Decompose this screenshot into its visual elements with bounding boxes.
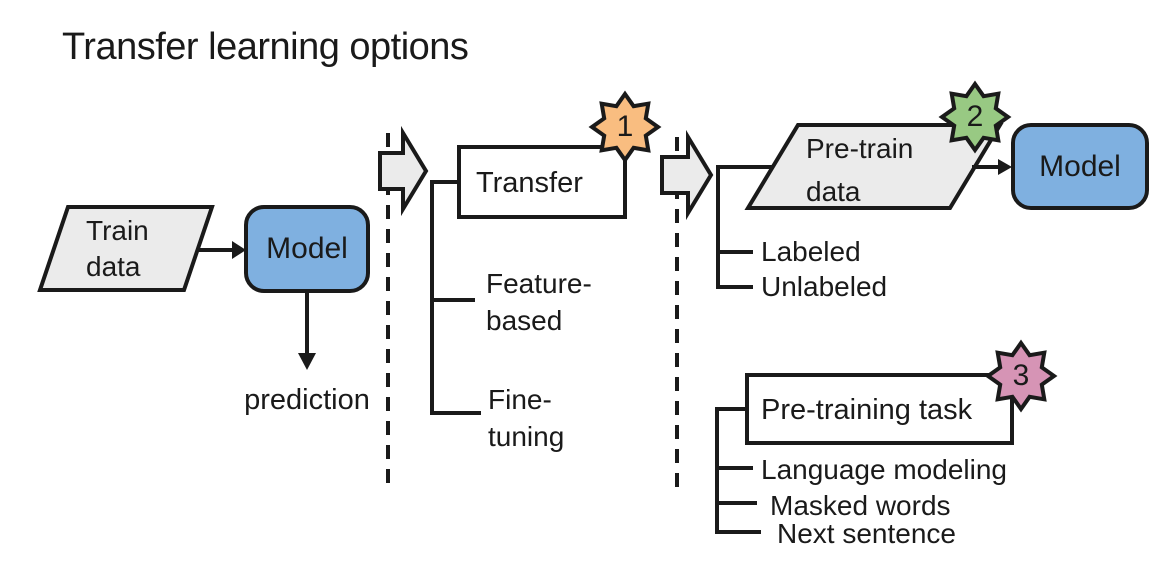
pretraining-task-box [745,373,1014,445]
next-sentence-label: Next sentence [777,518,956,549]
language-modeling-label: Language modeling [761,454,1007,485]
arrowhead-train-to-model-icon [232,241,246,259]
model-right-label: Model [1039,149,1121,183]
unlabeled-label: Unlabeled [761,271,888,302]
flow-block-arrow-2-icon [660,129,714,221]
train-data-label: Train data [86,215,149,282]
option3-tree-lines [715,407,761,534]
transfer-node-label: Transfer [476,167,583,199]
feature-based-label: Feature- based [486,268,592,336]
masked-words-label: Masked words [770,490,951,521]
option2-tree-lines [716,165,774,289]
pretrain-data-label: Pre-train data [806,133,914,207]
labeled-label: Labeled [761,236,861,267]
pretrain-data-parallelogram [744,123,1004,210]
prediction-label: prediction [244,384,370,416]
arrowhead-pretrain-to-model-icon [998,159,1012,175]
page-title: Transfer learning options [62,26,469,68]
train-data-parallelogram [37,205,215,292]
option1-tree-lines [430,180,481,415]
badge-2-number: 2 [966,100,984,133]
flow-block-arrow-1-icon [378,125,429,217]
badge-1-number: 1 [616,110,634,143]
model-left-label: Model [266,232,348,265]
badge-3-number: 3 [1012,359,1030,392]
model-box-right [1011,123,1149,210]
arrowhead-model-to-prediction-icon [298,353,316,370]
pretraining-task-label: Pre-training task [761,394,973,426]
fine-tuning-label: Fine- tuning [488,384,565,452]
transfer-box [457,145,627,219]
